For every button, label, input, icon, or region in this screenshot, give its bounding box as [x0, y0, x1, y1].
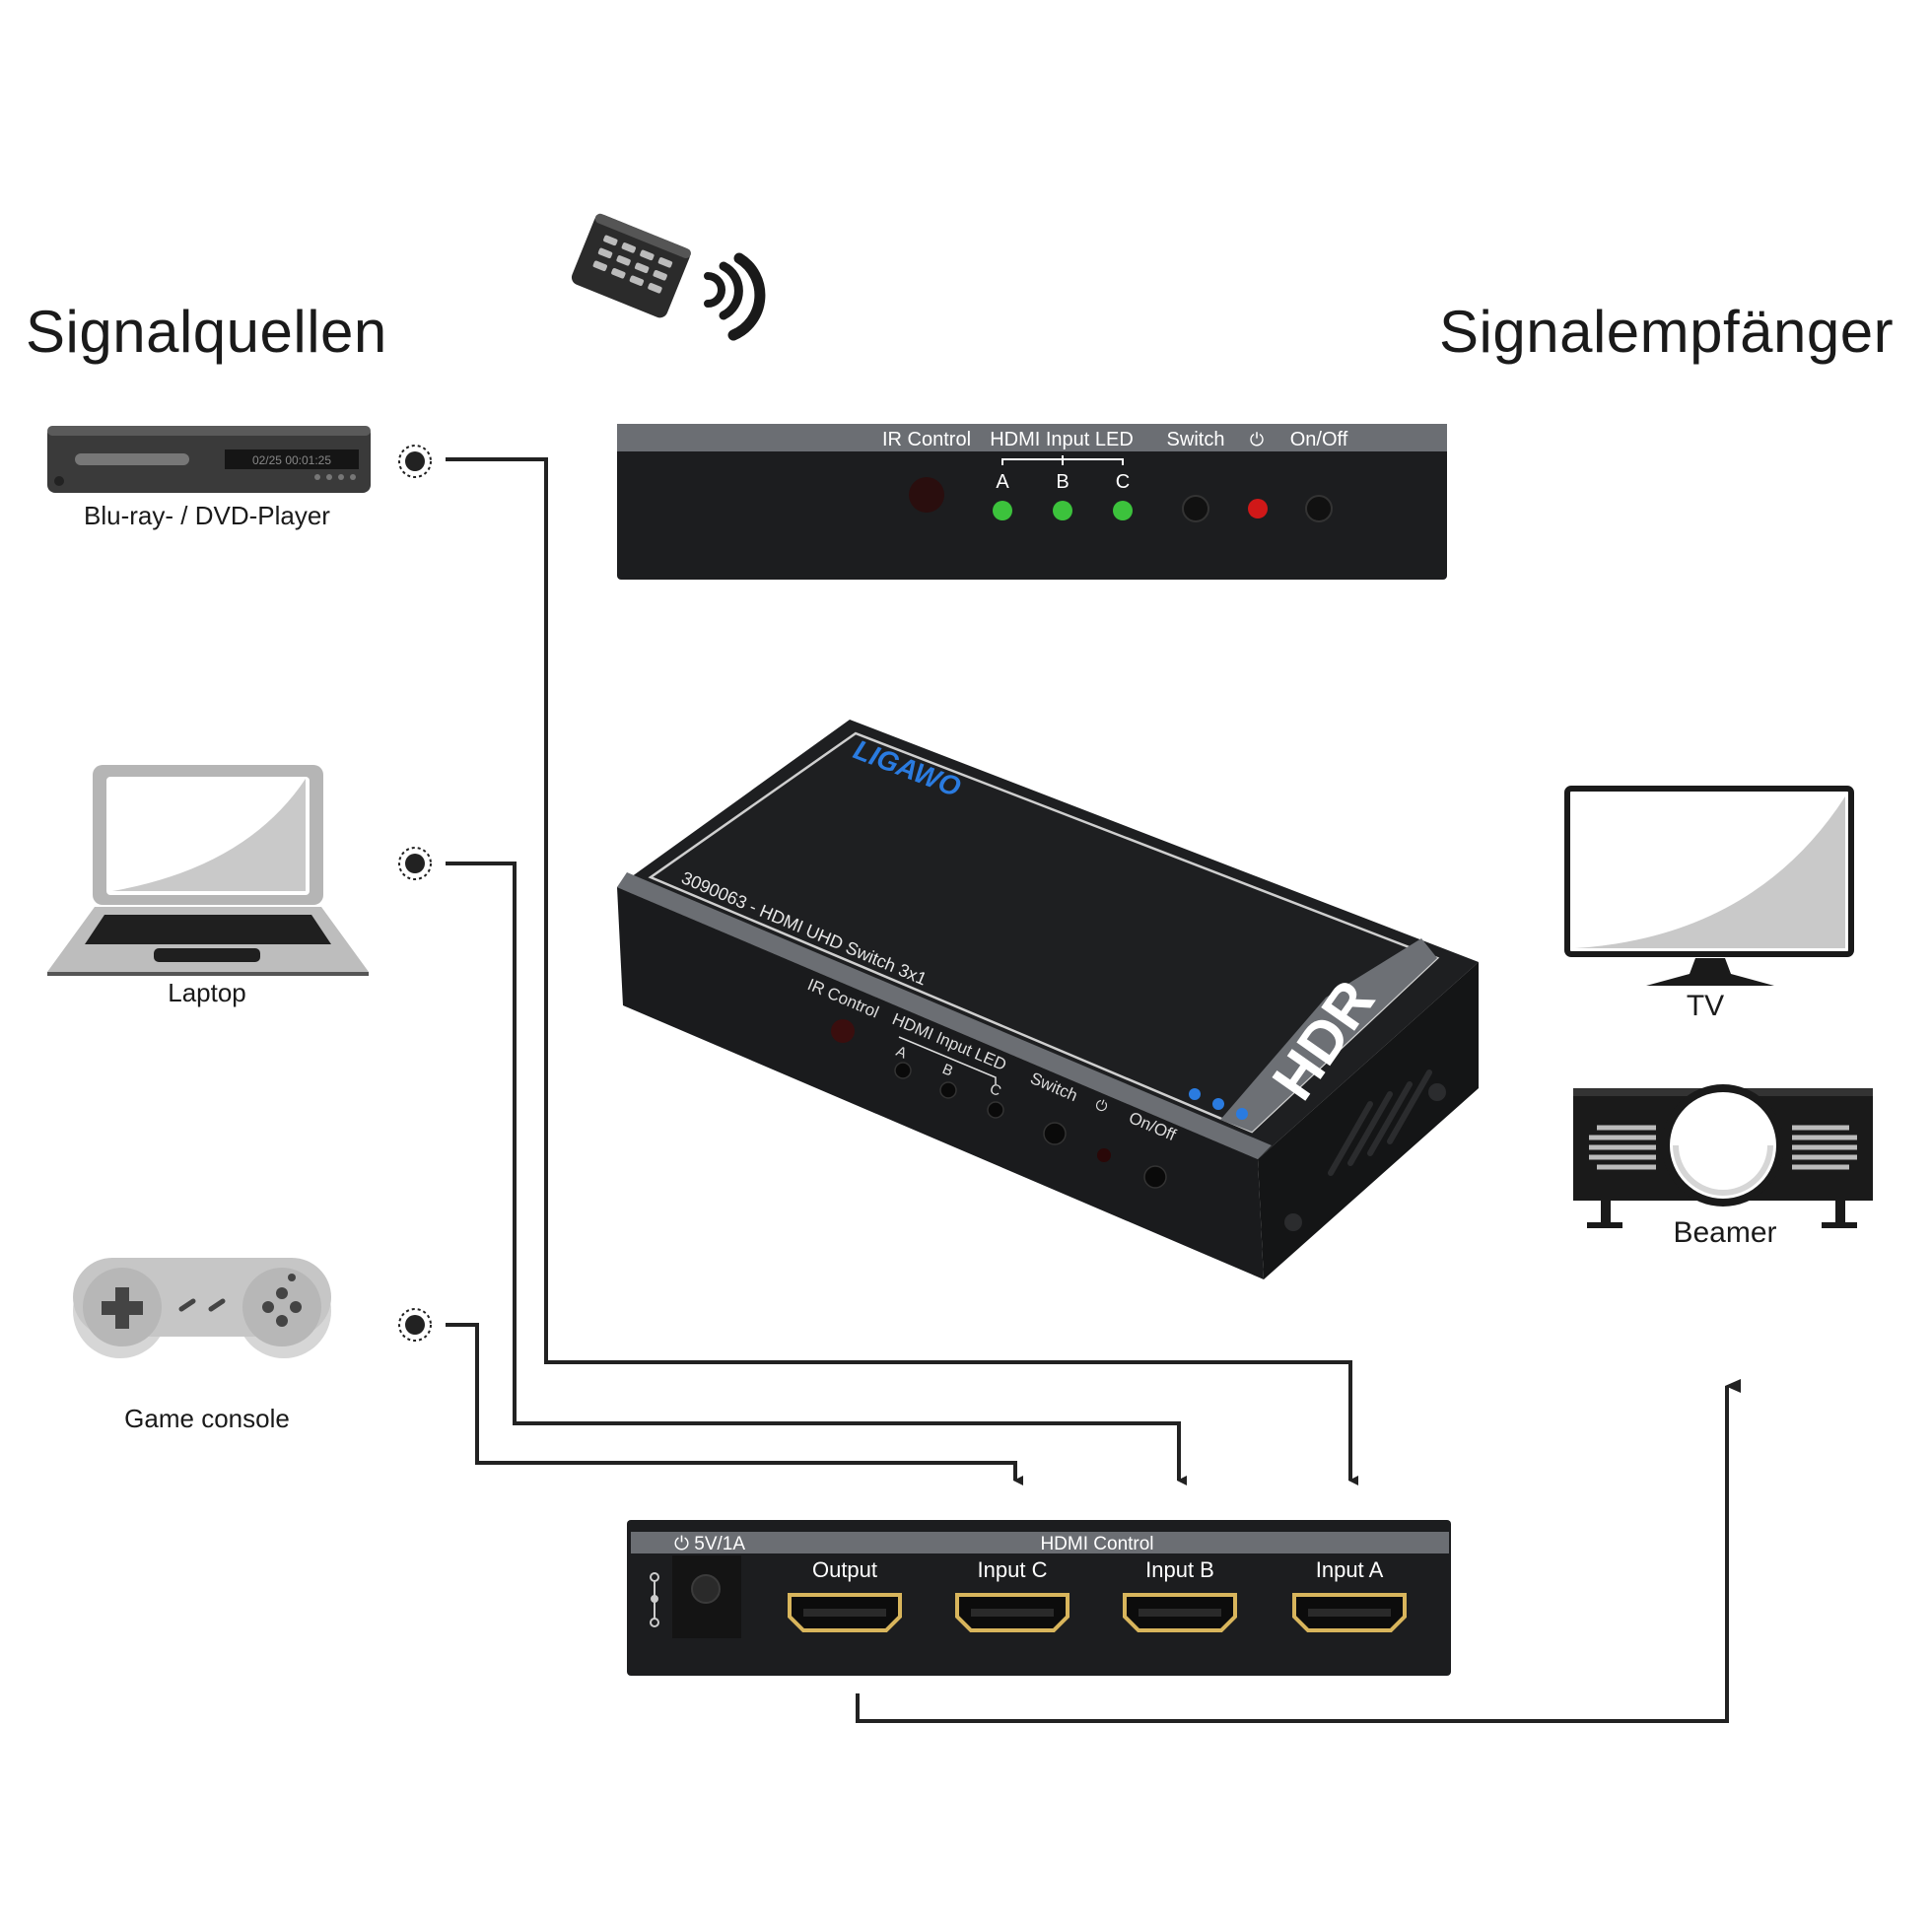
dvd-display-text: 02/25 00:01:25 [252, 453, 331, 467]
front-led-b-letter: B [1056, 471, 1069, 493]
hdmi-input-c-port[interactable] [955, 1593, 1070, 1632]
front-led-a-letter: A [996, 471, 1009, 493]
rear-input-b-label: Input B [1145, 1557, 1214, 1582]
laptop-label: Laptop [168, 978, 246, 1007]
front-on-off-button[interactable] [1305, 495, 1333, 522]
rear-input-c-label: Input C [978, 1557, 1048, 1582]
hdmi-input-a-port[interactable] [1292, 1593, 1407, 1632]
line-laptop-to-input-b [446, 862, 1187, 1485]
front-hdmi-led-label: HDMI Input LED [990, 429, 1134, 450]
rear-output-label: Output [812, 1557, 877, 1582]
rear-hdmi-control-label: HDMI Control [1040, 1534, 1153, 1554]
front-switch-button[interactable] [1182, 495, 1209, 522]
front-power-led [1248, 499, 1268, 518]
game-console-label: Game console [124, 1404, 290, 1433]
hdmi-output-port[interactable] [788, 1593, 902, 1632]
front-panel: IR Control HDMI Input LED Switch ⏻ On/Of… [617, 424, 1447, 580]
front-led-a [993, 501, 1012, 520]
front-ir-sensor [909, 477, 944, 513]
dvd-player-label: Blu-ray- / DVD-Player [84, 501, 330, 530]
front-switch-label: Switch [1167, 429, 1225, 450]
front-power-symbol: ⏻ [1250, 430, 1264, 449]
tv-label: TV [1686, 990, 1725, 1022]
front-led-c-letter: C [1116, 471, 1130, 493]
remote-control-icon [571, 213, 766, 341]
hdmi-switch-device: HDR LIGAWO 3090063 - HDMI UHD Switch 3x1… [617, 720, 1479, 1279]
front-led-b [1053, 501, 1072, 520]
connection-dot-dvd [398, 445, 432, 478]
front-on-off-label: On/Off [1290, 429, 1348, 450]
device-front-face [617, 887, 1264, 1279]
rear-input-a-label: Input A [1316, 1557, 1384, 1582]
line-dvd-to-input-a [446, 457, 1358, 1485]
line-console-to-input-c [446, 1323, 1023, 1485]
laptop-icon [47, 765, 369, 976]
connection-dot-console [398, 1308, 432, 1342]
rear-panel: ⏻ 5V/1A HDMI Control Output Input C Inpu… [627, 1520, 1451, 1676]
beamer-label: Beamer [1673, 1216, 1777, 1249]
gamepad-icon [73, 1258, 331, 1358]
device-top-face [617, 720, 1479, 1159]
tv-icon [1564, 786, 1854, 986]
sources-heading: Signalquellen [26, 299, 387, 365]
dvd-player-icon: 02/25 00:01:25 [47, 426, 371, 493]
dc-power-jack[interactable] [691, 1574, 721, 1604]
receivers-heading: Signalempfänger [1439, 299, 1895, 365]
device-side-face [1258, 962, 1479, 1279]
line-output-to-receivers [856, 1379, 1741, 1723]
connection-dot-laptop [398, 847, 432, 880]
front-led-c [1113, 501, 1133, 520]
rear-power-label: ⏻ 5V/1A [674, 1534, 745, 1554]
hdmi-input-b-port[interactable] [1123, 1593, 1237, 1632]
projector-icon [1573, 1084, 1873, 1228]
front-ir-control-label: IR Control [882, 429, 971, 450]
